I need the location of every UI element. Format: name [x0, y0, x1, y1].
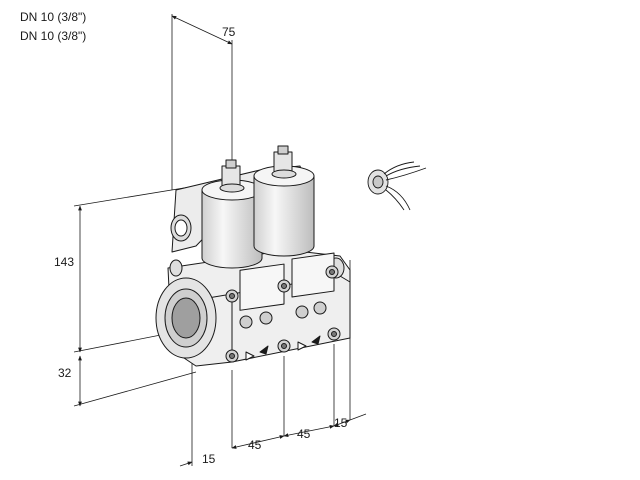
valve-assembly [155, 145, 351, 367]
inlet-port [155, 277, 217, 359]
cable-connector [367, 161, 427, 211]
dim-label-height-total: 143 [54, 255, 74, 269]
dim-label-bottom-spacing-2: 45 [297, 427, 311, 441]
solenoid-coil-left [201, 159, 263, 269]
dim-label-bottom-offset-left: 15 [202, 452, 216, 466]
dim-label-height-port: 32 [58, 366, 72, 380]
front-ports [239, 252, 335, 329]
dimension-lines [73, 14, 367, 467]
caption-dn-size-1: DN 10 (3/8") [20, 10, 87, 24]
dim-label-bottom-offset-right: 15 [334, 416, 348, 430]
solenoid-coil-right [253, 145, 315, 257]
dim-label-top-depth: 75 [222, 25, 236, 39]
body-bolts [225, 265, 341, 363]
caption-dn-size-2: DN 10 (3/8") [20, 29, 87, 43]
dim-label-bottom-spacing-1: 45 [248, 438, 262, 452]
